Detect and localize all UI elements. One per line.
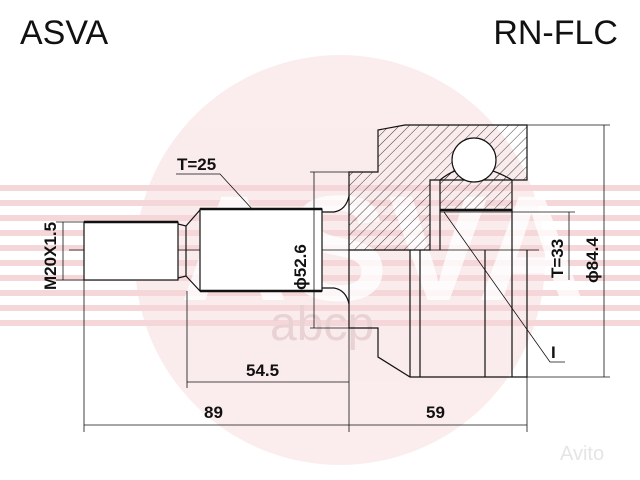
inner-marker-label: I <box>551 343 556 362</box>
brand-title: ASVA <box>20 14 109 52</box>
part-number: RN-FLC <box>493 14 618 52</box>
housing-diameter-label: ϕ84.4 <box>583 237 602 283</box>
joint-outline <box>56 124 610 432</box>
shaft-length-label: 54.5 <box>246 361 279 380</box>
spline-inner-label: T=33 <box>548 239 567 278</box>
shaft-diameter-label: ϕ52.6 <box>291 244 310 290</box>
overall-length-label: 89 <box>204 403 223 422</box>
spline-outer-label: T=25 <box>177 155 216 174</box>
abcp-watermark: abcp <box>270 298 374 351</box>
thread-label: M20X1.5 <box>41 222 60 290</box>
housing-length-label: 59 <box>426 403 445 422</box>
avito-watermark: Avito <box>560 443 604 465</box>
